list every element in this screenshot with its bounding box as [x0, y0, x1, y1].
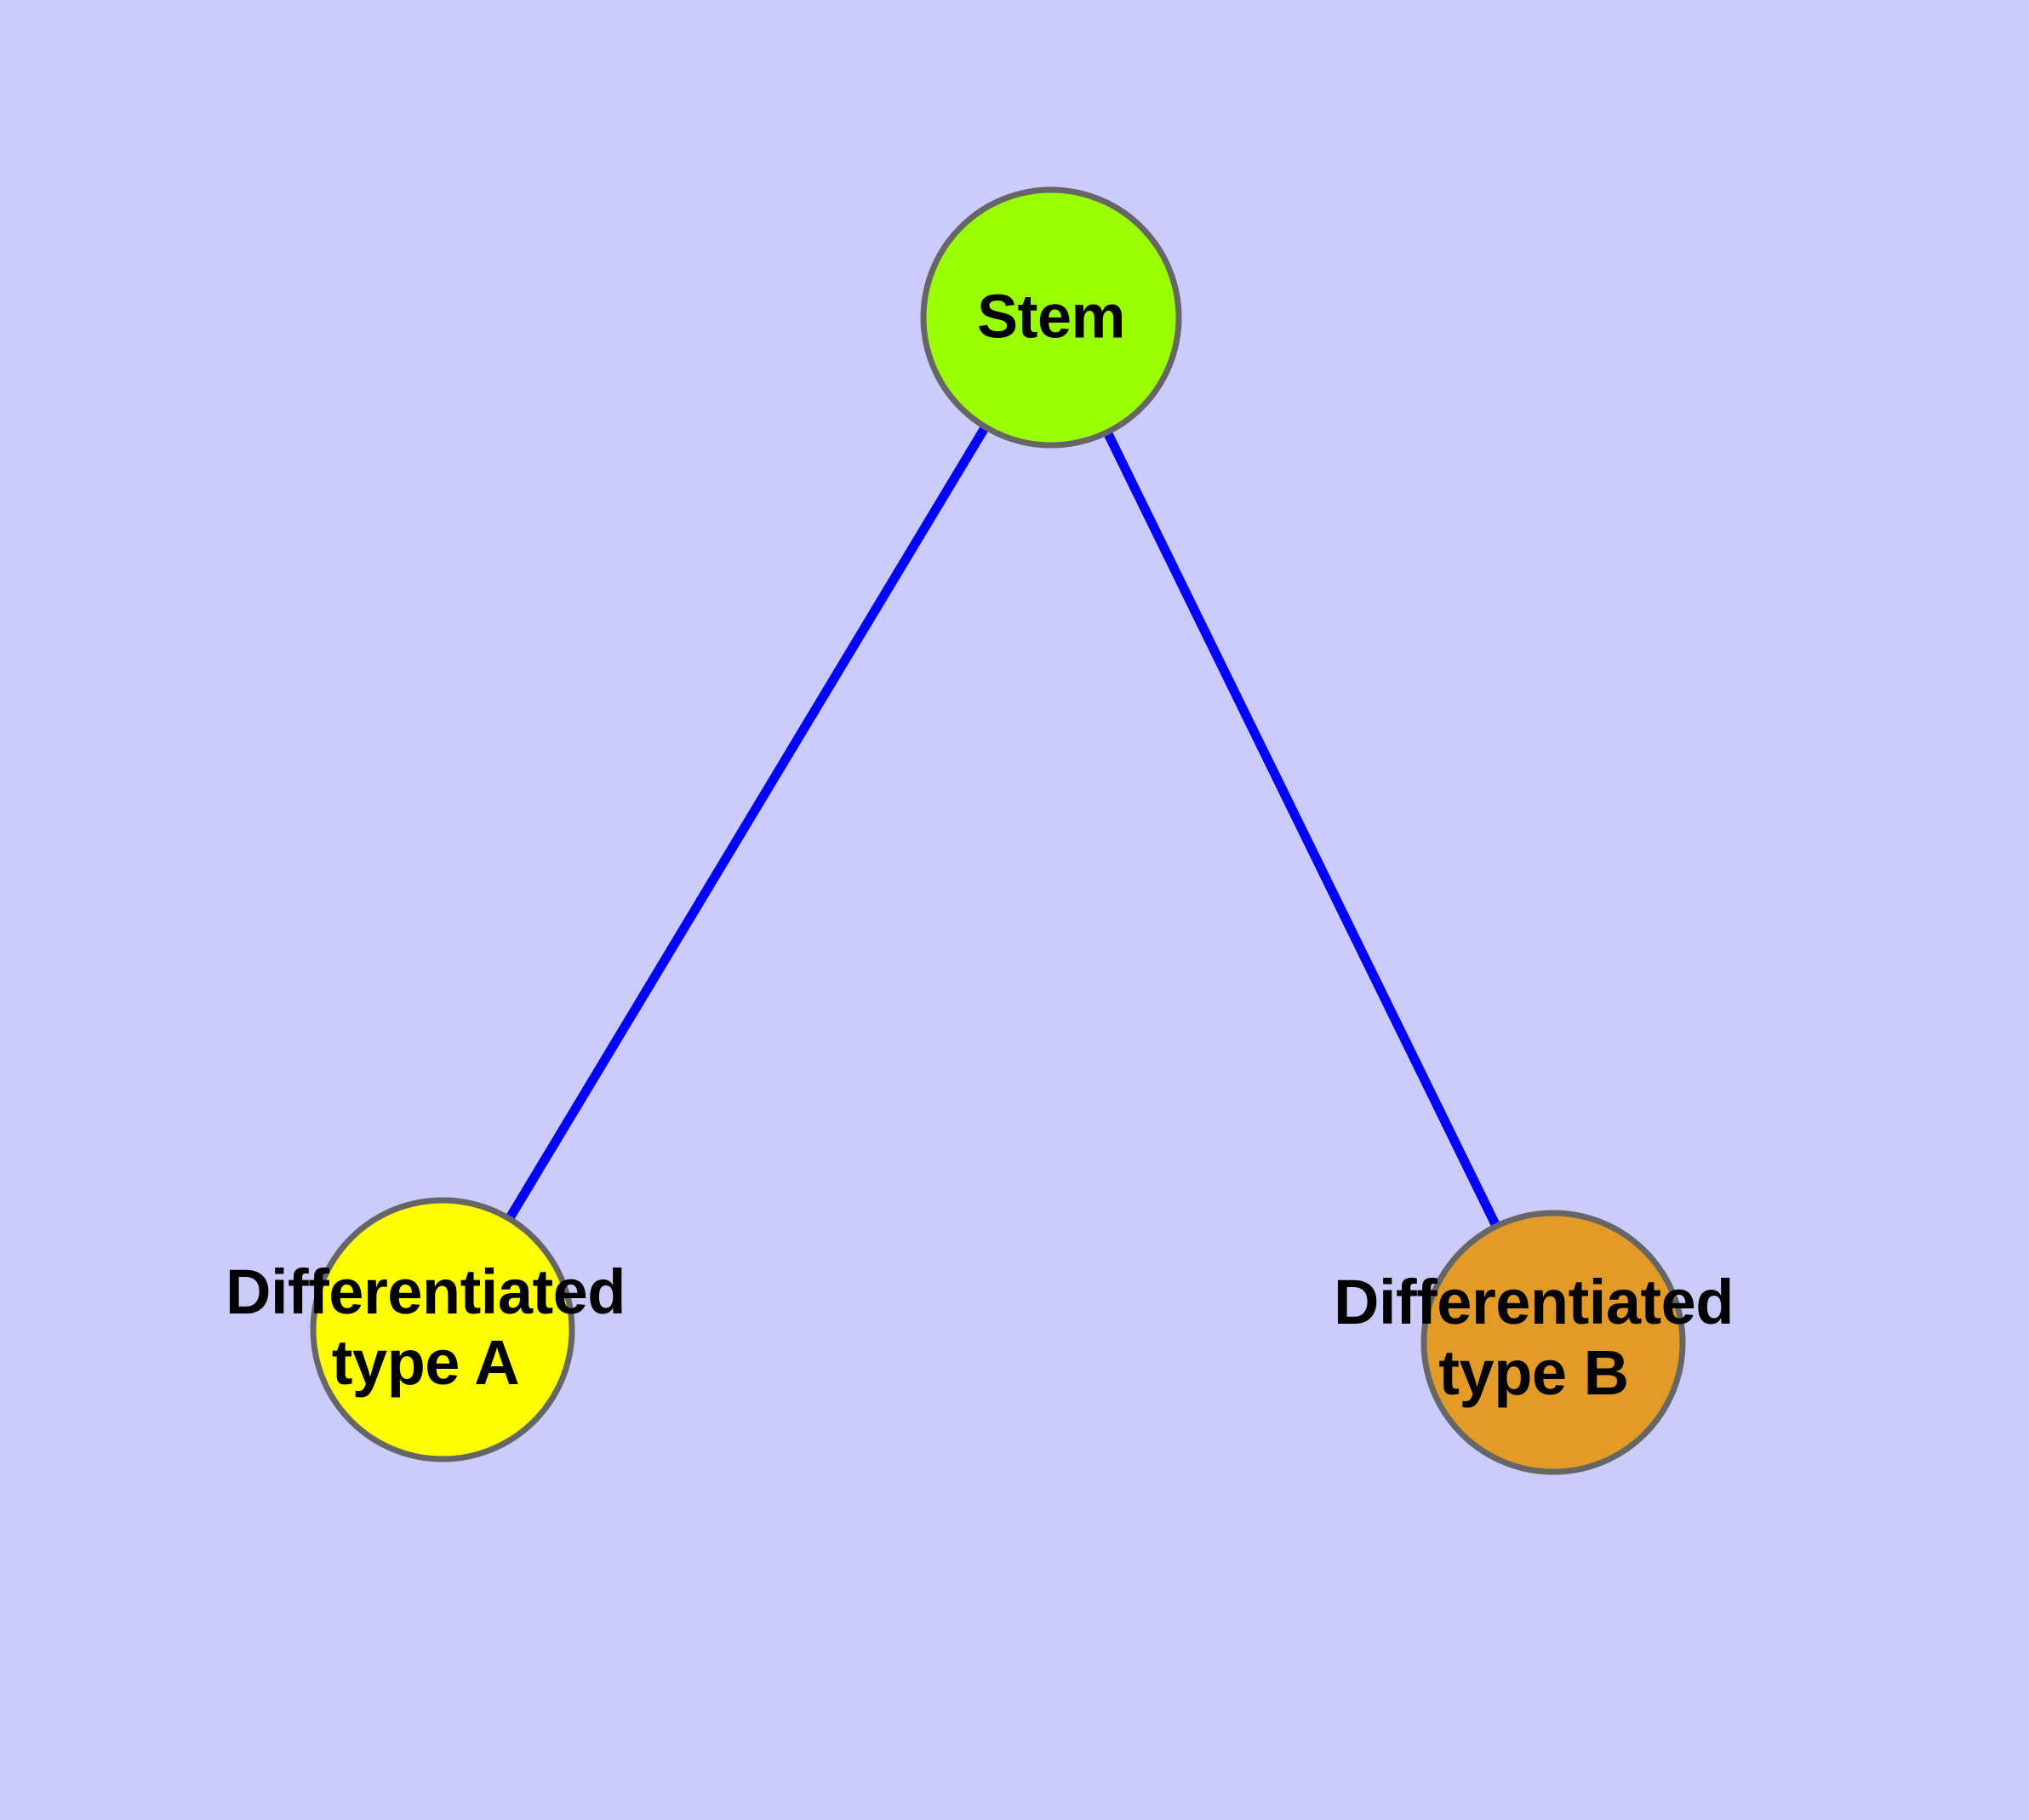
node-layer [310, 186, 1686, 1475]
edge-stem-diff-a[interactable] [438, 315, 1055, 1332]
edge-layer [438, 315, 1557, 1345]
edge-stem-diff-b[interactable] [1047, 315, 1557, 1345]
node-circle-stem[interactable] [920, 186, 1182, 449]
node-circle-diff_b[interactable] [1420, 1210, 1686, 1475]
node-circle-diff_a[interactable] [310, 1197, 575, 1462]
